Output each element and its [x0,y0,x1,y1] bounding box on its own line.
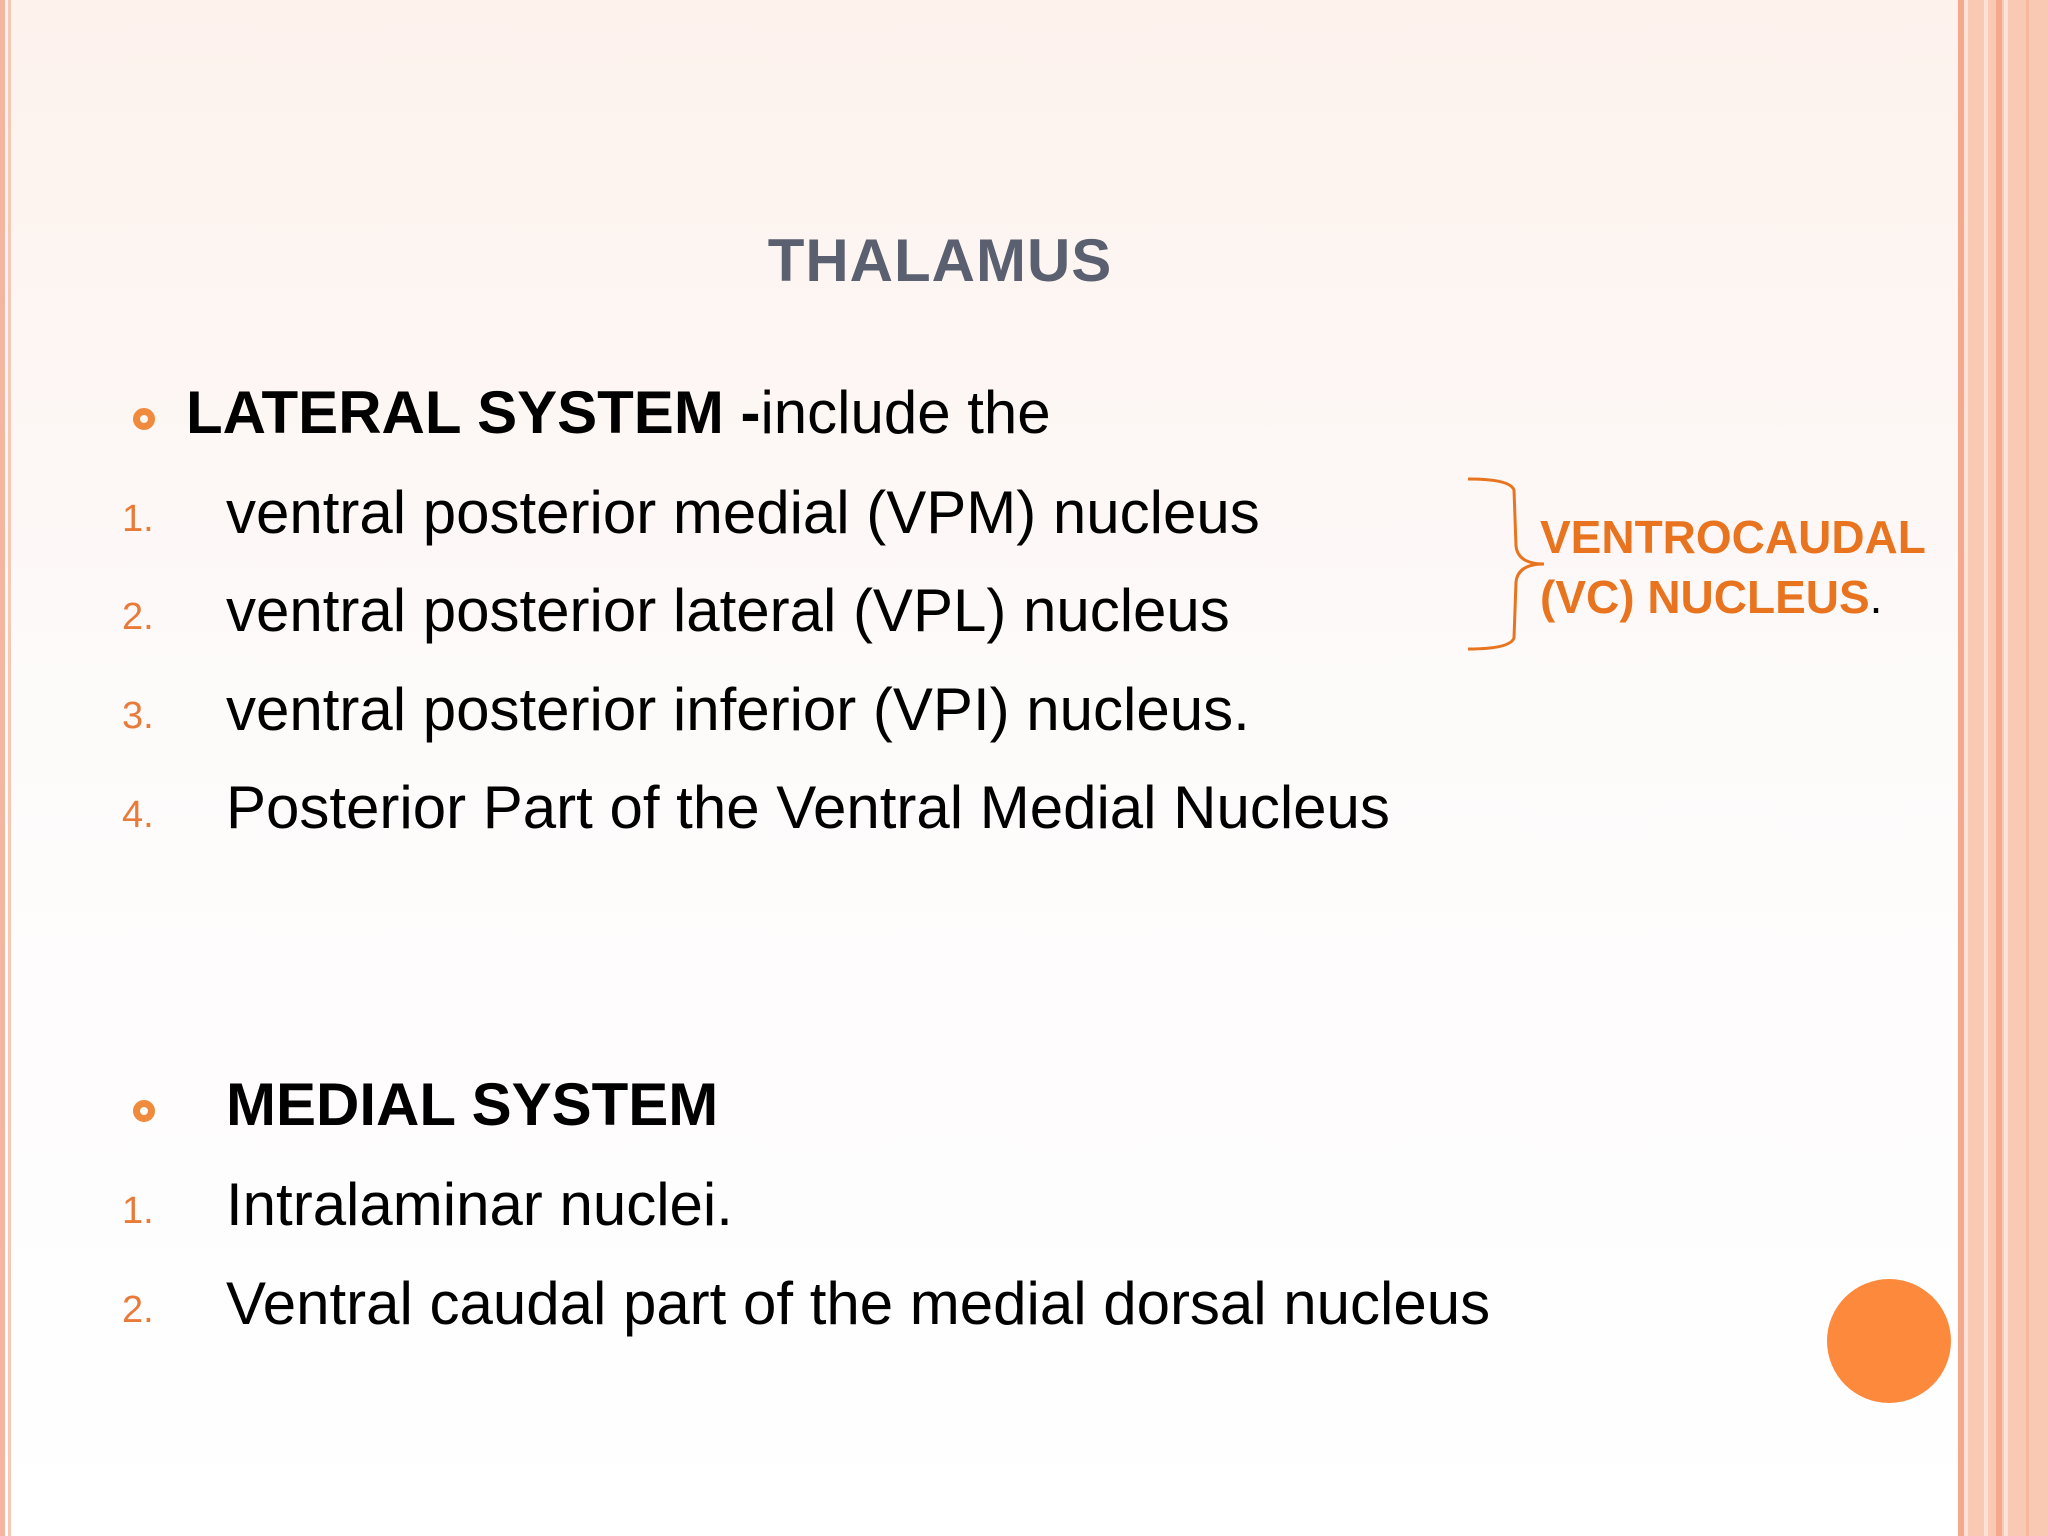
medial-system-heading: MEDIAL SYSTEM [226,1071,719,1138]
list-number: 2. [122,596,154,638]
list-number: 4. [122,794,154,836]
right-decorative-band [1958,0,2048,1536]
list-number: 1. [122,1190,154,1232]
list-item: ventral posterior medial (VPM) nucleus [226,479,1260,546]
bullet-ring-icon [133,408,155,430]
ventrocaudal-label-period: . [1869,571,1883,623]
left-border-line-inner [8,0,11,1536]
lateral-system-heading-rest: include the [760,379,1051,446]
ventrocaudal-label-line2: (VC) NUCLEUS. [1540,567,1926,627]
right-stripe [1958,0,1964,1536]
curly-brace-icon [1467,477,1545,651]
list-item: ventral posterior lateral (VPL) nucleus [226,577,1230,644]
list-item: Posterior Part of the Ventral Medial Nuc… [226,774,1390,841]
right-stripe [2004,0,2008,1536]
list-number: 1. [122,498,154,540]
list-number: 3. [122,695,154,737]
right-stripe [2026,0,2029,1536]
slide-title: THALAMUS [767,227,1113,294]
list-item: Intralaminar nuclei. [226,1171,733,1238]
list-item: ventral posterior inferior (VPI) nucleus… [226,676,1250,743]
right-stripe [1984,0,1988,1536]
ventrocaudal-label-line2-text: (VC) NUCLEUS [1540,571,1870,623]
ventrocaudal-label-line1: VENTROCAUDAL [1540,511,1926,563]
list-number: 2. [122,1289,154,1331]
lateral-system-heading-bold: LATERAL SYSTEM - [186,379,761,446]
right-stripe [1996,0,2002,1536]
list-item: Ventral caudal part of the medial dorsal… [226,1270,1491,1337]
bullet-ring-icon [133,1100,155,1122]
decorative-circle [1827,1279,1951,1403]
left-border-line [0,0,5,1536]
ventrocaudal-label: VENTROCAUDAL (VC) NUCLEUS. [1540,507,1926,627]
lateral-system-heading: LATERAL SYSTEM -include the [186,378,1051,447]
right-stripe [1964,0,1968,1536]
